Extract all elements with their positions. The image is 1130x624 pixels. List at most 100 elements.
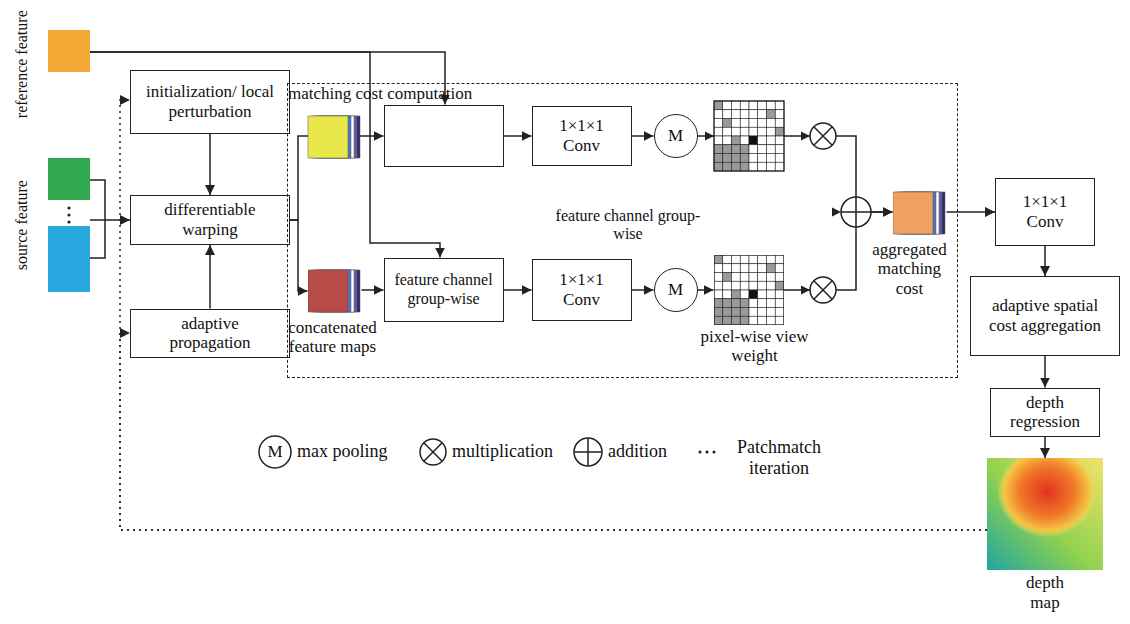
grid-cell [722, 281, 731, 290]
grid-cell [714, 255, 723, 264]
iteration-connector [120, 100, 987, 530]
node-label: depth regression [1000, 393, 1090, 432]
node-label: aggregated matching cost [868, 240, 952, 299]
grid-cell [758, 101, 767, 110]
feature-stack [308, 116, 360, 158]
grid-cell [740, 110, 749, 119]
grid-cell [749, 110, 758, 119]
grid-cell [732, 136, 741, 145]
grid-cell [749, 307, 758, 316]
grid-cell [775, 119, 784, 128]
grid-cell [775, 255, 784, 264]
grid-cell [757, 272, 766, 281]
feature-stack [893, 190, 947, 236]
grid-cell [775, 136, 784, 145]
grid-cell [758, 119, 767, 128]
connector [947, 211, 996, 213]
grid-cell [749, 290, 758, 299]
grid-cell [731, 290, 740, 299]
grid-cell [767, 154, 776, 163]
grid-cell [731, 272, 740, 281]
grid-cell [714, 263, 723, 272]
node-label: reference feature [13, 10, 31, 118]
grid-cell [758, 145, 767, 154]
arrowhead [801, 286, 810, 295]
node-label: differentiable warping [150, 200, 270, 239]
grid-cell [731, 263, 740, 272]
grid-cell [714, 307, 723, 316]
legend-sample [259, 436, 291, 468]
grid-cell [740, 281, 749, 290]
grid-cell [775, 110, 784, 119]
addition-symbol [574, 438, 602, 466]
grid-cell [766, 272, 775, 281]
node-label: 1×1×1 Conv [552, 270, 612, 309]
multiplication-symbol [424, 443, 442, 461]
grid-cell [749, 145, 758, 154]
grid-cell [757, 281, 766, 290]
grid-cell [766, 316, 775, 325]
grid-cell [731, 281, 740, 290]
connector [90, 219, 130, 221]
grid-cell [731, 307, 740, 316]
grid-cell [722, 272, 731, 281]
legend-sample [699, 451, 702, 454]
ellipsis-dot [67, 213, 70, 216]
grid-cell [723, 154, 732, 163]
grid-cell [723, 136, 732, 145]
node-label: pixel-wise view weight [685, 327, 825, 366]
grid-cell [767, 136, 776, 145]
grid-cell [766, 290, 775, 299]
node-label: 1×1×1 Conv [552, 116, 612, 155]
grid-cell [714, 154, 723, 163]
legend-symbol-letter: M [259, 436, 291, 468]
grid-cell [723, 145, 732, 154]
grid-cell [749, 119, 758, 128]
grid-cell [766, 298, 775, 307]
connector [290, 220, 308, 291]
multiplication-symbol [420, 439, 446, 465]
legend-sample [713, 451, 716, 454]
grid-cell [714, 110, 723, 119]
node-label: 1×1×1 Conv [1015, 192, 1075, 231]
grid-cell [775, 145, 784, 154]
feature-map [48, 158, 90, 200]
grid-cell [749, 298, 758, 307]
grid-cell [740, 119, 749, 128]
grid-cell [740, 263, 749, 272]
grid-cell [775, 154, 784, 163]
grid-cell [749, 263, 758, 272]
grid-cell [766, 281, 775, 290]
grid-cell [722, 290, 731, 299]
connector [1044, 246, 1046, 276]
grid-cell [714, 119, 723, 128]
feature-map: source feature [48, 158, 90, 292]
node-label: matching cost computation [288, 84, 957, 104]
connector [698, 289, 714, 291]
connector [209, 245, 211, 309]
max-pool-circle: M [654, 114, 698, 158]
grid-cell [740, 127, 749, 136]
grid-cell [775, 281, 784, 290]
arrowhead [801, 132, 810, 141]
grid-cell [731, 316, 740, 325]
feature-maps [48, 158, 90, 292]
grid-cell [740, 162, 749, 171]
grid-cell [732, 127, 741, 136]
node-label: feature channel group-wise [543, 207, 713, 244]
grid-cell [722, 307, 731, 316]
grid-cell [757, 298, 766, 307]
connector [632, 135, 654, 137]
process-box: adaptive propagation [130, 309, 290, 358]
grid-cell [740, 272, 749, 281]
grid-cell [740, 307, 749, 316]
connector [1044, 356, 1046, 388]
node-label: M [668, 280, 683, 300]
legend-text: multiplication [452, 441, 582, 462]
grid-cell [732, 119, 741, 128]
arrowhead [832, 208, 841, 217]
legend-sample [706, 451, 709, 454]
node-label: depth map [1015, 573, 1075, 612]
legend-text: Patchmatch iteration [724, 437, 834, 478]
grid-cell [767, 162, 776, 171]
